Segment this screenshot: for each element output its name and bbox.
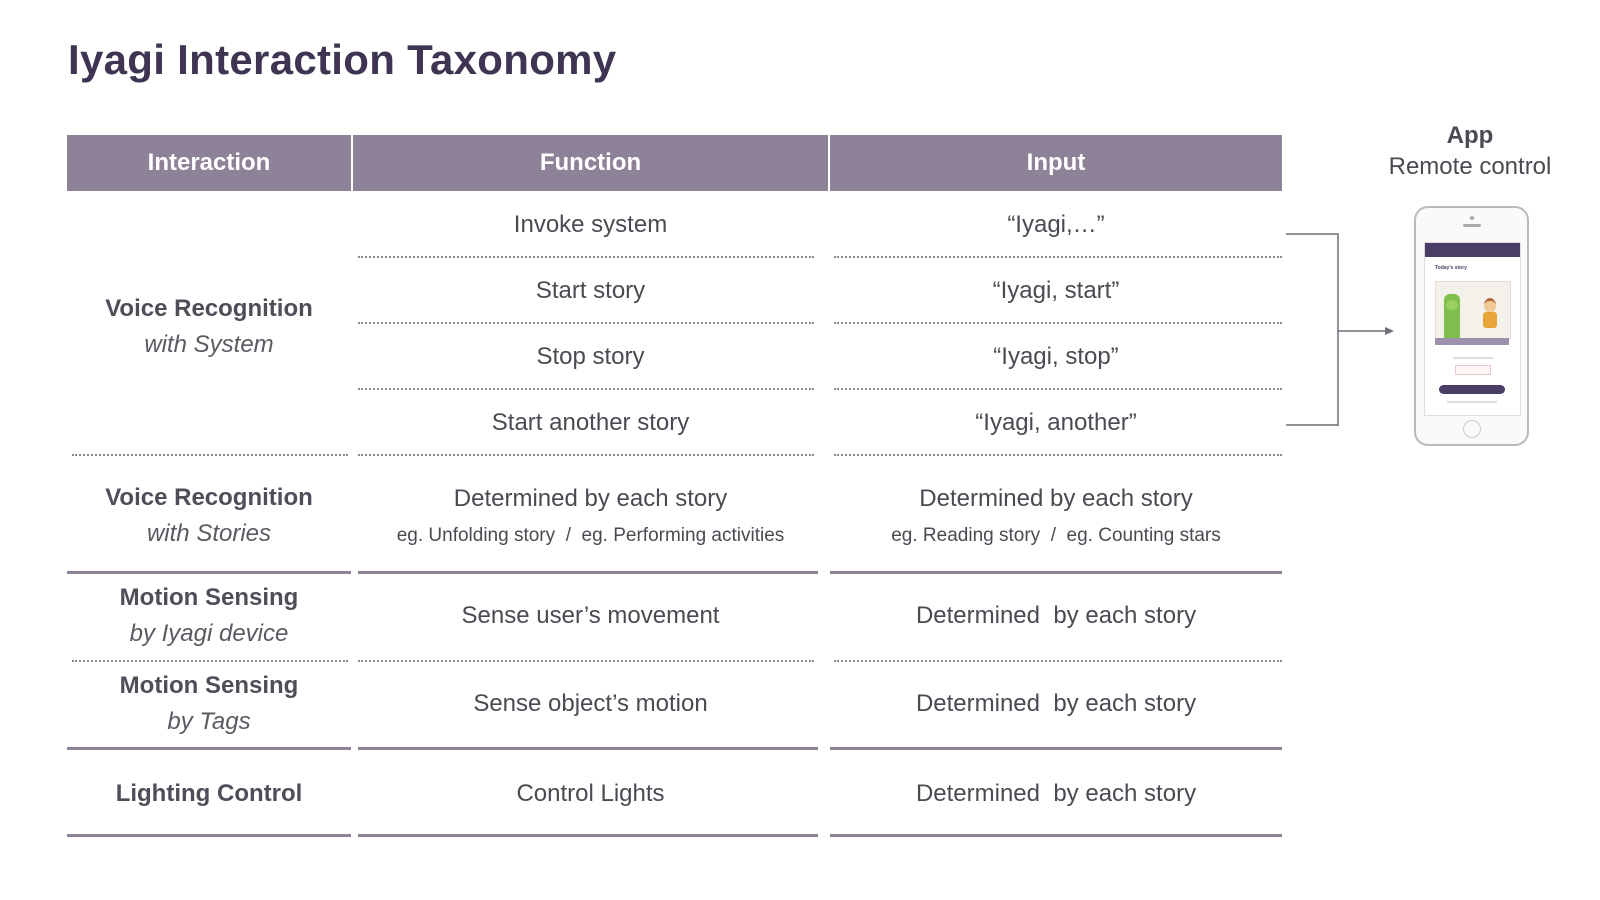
time-field (1455, 365, 1491, 375)
divider-dotted (358, 454, 814, 456)
divider-dotted (358, 256, 814, 258)
bracket-line (1286, 233, 1339, 426)
input-stop-story: “Iyagi, stop” (993, 343, 1119, 370)
header-input: Input (830, 135, 1282, 191)
story-tabs (1435, 338, 1509, 345)
app-subtitle: Remote control (1388, 153, 1552, 180)
divider-dotted (358, 660, 814, 662)
function-start-another-story: Start another story (491, 409, 690, 436)
row-label-motion-device: Motion Sensing by Iyagi device (67, 578, 351, 654)
row-label-voice-system: Voice Recognition with System (67, 198, 351, 456)
divider-solid (830, 571, 1282, 574)
speaker-icon (1463, 224, 1481, 227)
app-label: App Remote control (1370, 120, 1570, 182)
phone-screen: Today's story (1424, 242, 1521, 416)
label-main: Lighting Control (115, 780, 303, 807)
divider-solid (830, 747, 1282, 750)
label-sub: by Iyagi device (129, 620, 289, 647)
divider-solid (358, 834, 818, 837)
header-function: Function (353, 135, 828, 191)
label-sub: by Tags (167, 708, 251, 735)
divider-dotted (834, 256, 1282, 258)
text-line (1447, 401, 1497, 403)
screen-title: Today's story (1435, 265, 1467, 271)
divider-dotted (72, 454, 348, 456)
start-now-button (1439, 385, 1505, 394)
input-text: Determined by each story (919, 485, 1193, 512)
function-start-story: Start story (535, 277, 646, 304)
function-stop-story: Stop story (536, 343, 645, 370)
connector-bracket (1286, 233, 1394, 426)
divider-dotted (72, 660, 348, 662)
beanstalk-icon (1444, 294, 1460, 338)
label-sub: with System (144, 331, 274, 358)
app-title: App (1446, 122, 1494, 149)
divider-solid (358, 747, 818, 750)
row-label-voice-stories: Voice Recognition with Stories (67, 466, 351, 566)
header-interaction: Interaction (67, 135, 351, 191)
story-thumbnail (1435, 281, 1511, 339)
divider-dotted (834, 388, 1282, 390)
divider-dotted (834, 454, 1282, 456)
camera-icon (1470, 216, 1474, 220)
divider-solid (830, 834, 1282, 837)
divider-solid (67, 571, 351, 574)
row-label-lighting: Lighting Control (67, 756, 351, 832)
character-body-icon (1483, 312, 1497, 328)
input-voice-stories: Determined by each story eg. Reading sto… (830, 466, 1282, 566)
input-start-another-story: “Iyagi, another” (975, 409, 1137, 436)
divider-solid (67, 747, 351, 750)
input-motion-device: Determined by each story (915, 602, 1197, 629)
function-motion-device: Sense user’s movement (461, 602, 720, 629)
phone-mockup: Today's story (1414, 206, 1529, 446)
input-motion-tags: Determined by each story (915, 690, 1197, 717)
label-main: Voice Recognition (105, 484, 313, 511)
arrow-head-icon (1385, 327, 1394, 335)
input-lighting: Determined by each story (915, 780, 1197, 807)
divider-dotted (358, 322, 814, 324)
leaf-icon (1446, 300, 1458, 310)
label-main: Voice Recognition (105, 295, 313, 322)
input-example: eg. Reading story / eg. Counting stars (891, 525, 1221, 546)
divider-dotted (834, 660, 1282, 662)
character-head-icon (1484, 298, 1496, 313)
divider-solid (358, 571, 818, 574)
function-text: Determined by each story (453, 485, 728, 512)
input-start-story: “Iyagi, start” (992, 277, 1120, 304)
divider-solid (67, 834, 351, 837)
function-example: eg. Unfolding story / eg. Performing act… (396, 525, 785, 546)
home-button-icon (1463, 420, 1481, 438)
label-main: Motion Sensing (119, 584, 299, 611)
divider-dotted (358, 388, 814, 390)
row-label-motion-tags: Motion Sensing by Tags (67, 666, 351, 742)
label-sub: with Stories (146, 520, 272, 547)
divider-dotted (834, 322, 1282, 324)
function-lighting: Control Lights (516, 780, 665, 807)
input-invoke-system: “Iyagi,…” (1007, 211, 1105, 238)
function-motion-tags: Sense object’s motion (473, 690, 708, 717)
page-title: Iyagi Interaction Taxonomy (68, 36, 617, 83)
text-line (1453, 357, 1493, 359)
function-invoke-system: Invoke system (513, 211, 668, 238)
function-voice-stories: Determined by each story eg. Unfolding s… (353, 466, 828, 566)
app-nav-bar (1425, 243, 1520, 257)
label-main: Motion Sensing (119, 672, 299, 699)
